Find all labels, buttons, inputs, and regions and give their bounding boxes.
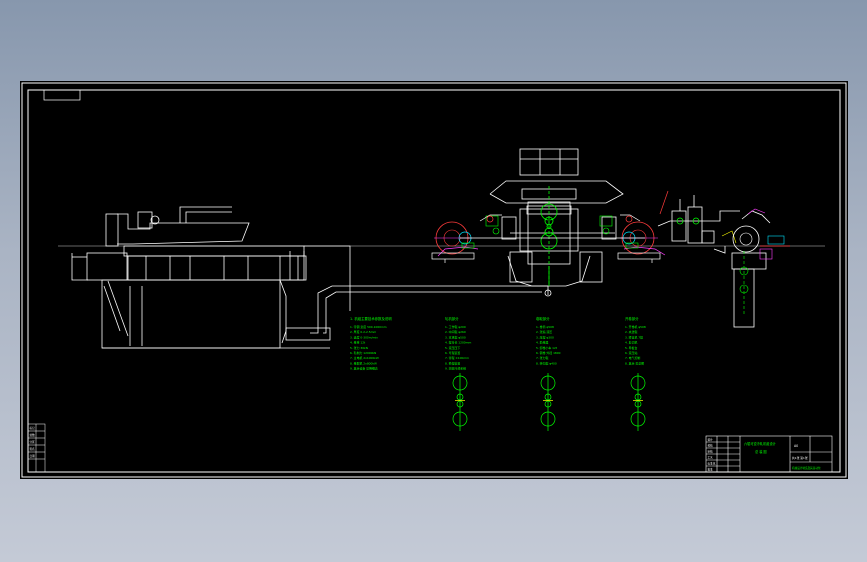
- title-block-cell: 标准化: [708, 462, 716, 466]
- note-line: 8. 换辊装置: [445, 360, 460, 365]
- note-line: 1. 带钢 宽度 500-1000mm: [350, 324, 387, 329]
- note-line: 3. 压辊 φ300: [536, 334, 554, 339]
- revision-stamp-cell: 处数: [30, 433, 36, 437]
- note-line: 2. 涨缩 液压: [536, 329, 552, 334]
- note-line: 5. 张力 30kN: [350, 345, 368, 350]
- inner-border: [27, 89, 841, 473]
- note-line: 1. 开卷机 φ508: [625, 324, 646, 329]
- title-block-cell: 批准: [708, 468, 714, 472]
- drawing-subtitle: 总 装 图: [755, 449, 767, 454]
- note-line: 5. 卸卷小车 12t: [536, 345, 558, 350]
- mill-roll-stack: [540, 186, 558, 286]
- note-line: 7. 张力辊: [536, 355, 548, 360]
- title-block-cell: 工艺: [708, 456, 714, 460]
- drawing-title: 六辊可逆冷轧机组设计: [744, 441, 777, 446]
- note-line: 7. 主电机 2x1000kW: [350, 355, 379, 360]
- deflector-rolls: [460, 214, 645, 239]
- note-line: 2. 厚度 0.2-2.5mm: [350, 329, 376, 334]
- note-line: 1. 卷筒 φ508: [536, 324, 554, 329]
- note-line: 8. 卷取机 2x800kW: [350, 360, 377, 365]
- revision-stamp-cell: 分区: [30, 440, 36, 444]
- drawing-sheet: 标记处数分区签名日期: [20, 81, 848, 479]
- note-line: 5. 导板台: [625, 345, 637, 350]
- note-line: 6. 钢卷 外径 1800: [536, 350, 561, 355]
- tank-piping: [304, 245, 552, 334]
- entry-accents: [659, 190, 737, 244]
- title-block-cell: 校核: [708, 444, 714, 448]
- note-line: 6. 轧制力 12000kN: [350, 350, 376, 355]
- revision-stamp-cell: 签名: [30, 447, 36, 451]
- note-title: 开卷部分: [625, 316, 639, 321]
- note-line: 4. 辊身长 1200mm: [445, 340, 471, 345]
- note-line: 4. 剪切机: [625, 340, 637, 345]
- note-title: 卷取部分: [536, 316, 550, 321]
- sheet-info: 共1张 第1张: [792, 456, 808, 460]
- note-line: 3. 支承辊 φ500: [445, 334, 466, 339]
- note-title: 轧机部分: [445, 316, 459, 321]
- mill-side-units: [485, 215, 613, 235]
- right-tension-reel: [620, 221, 666, 256]
- title-block-cell: 审核: [708, 450, 714, 454]
- note-line: 8. 转向辊 φ400: [536, 360, 557, 365]
- title-block-cell: 设计: [708, 438, 714, 442]
- note-line: 5. 液压压下: [445, 345, 460, 350]
- note-line: 4. 助卷器: [536, 340, 548, 345]
- note-title: 1. 机组主要技术参数及说明: [350, 316, 392, 321]
- note-line: 6. 弯辊装置: [445, 350, 460, 355]
- reel-bases: [431, 252, 661, 263]
- note-line: 9. 其余设备 见明细表: [350, 366, 378, 371]
- designer-line: 机械设计制造及其自动化: [792, 466, 821, 470]
- top-left-stamp: [43, 89, 81, 101]
- roll-stack-symbol: [540, 373, 556, 431]
- note-line: 2. 中间辊 φ260: [445, 329, 466, 334]
- note-line: 3. 矫直机 7辊: [625, 334, 643, 339]
- entry-section: [657, 195, 740, 254]
- left-tension-reel: [434, 221, 479, 257]
- title-block: [705, 435, 833, 473]
- roll-symbols: [452, 373, 646, 431]
- tank-unit: [71, 206, 331, 349]
- uncoiler: [731, 208, 790, 328]
- drawing-number: A0: [794, 444, 798, 448]
- revision-stamp-cell: 日期: [30, 454, 36, 458]
- note-line: 7. 电气控制: [625, 355, 640, 360]
- note-line: 3. 速度 0-300m/min: [350, 334, 378, 339]
- roll-stack-symbol: [452, 373, 468, 431]
- outer-border: [21, 82, 847, 478]
- note-line: 9. 润滑冷却系统: [445, 366, 466, 371]
- note-line: 8. 其余 见总图: [625, 360, 644, 365]
- note-line: 6. 液压站: [625, 350, 637, 355]
- revision-stamp: [27, 423, 46, 473]
- revision-stamp-cell: 标记: [30, 426, 36, 430]
- rolling-mill: [489, 148, 624, 287]
- note-line: 4. 卷重 12t: [350, 340, 366, 345]
- roll-stack-symbol: [630, 373, 646, 431]
- note-line: 2. 夹送辊: [625, 329, 637, 334]
- note-line: 1. 工作辊 φ200: [445, 324, 466, 329]
- note-line: 7. 窜辊 ±100mm: [445, 355, 469, 360]
